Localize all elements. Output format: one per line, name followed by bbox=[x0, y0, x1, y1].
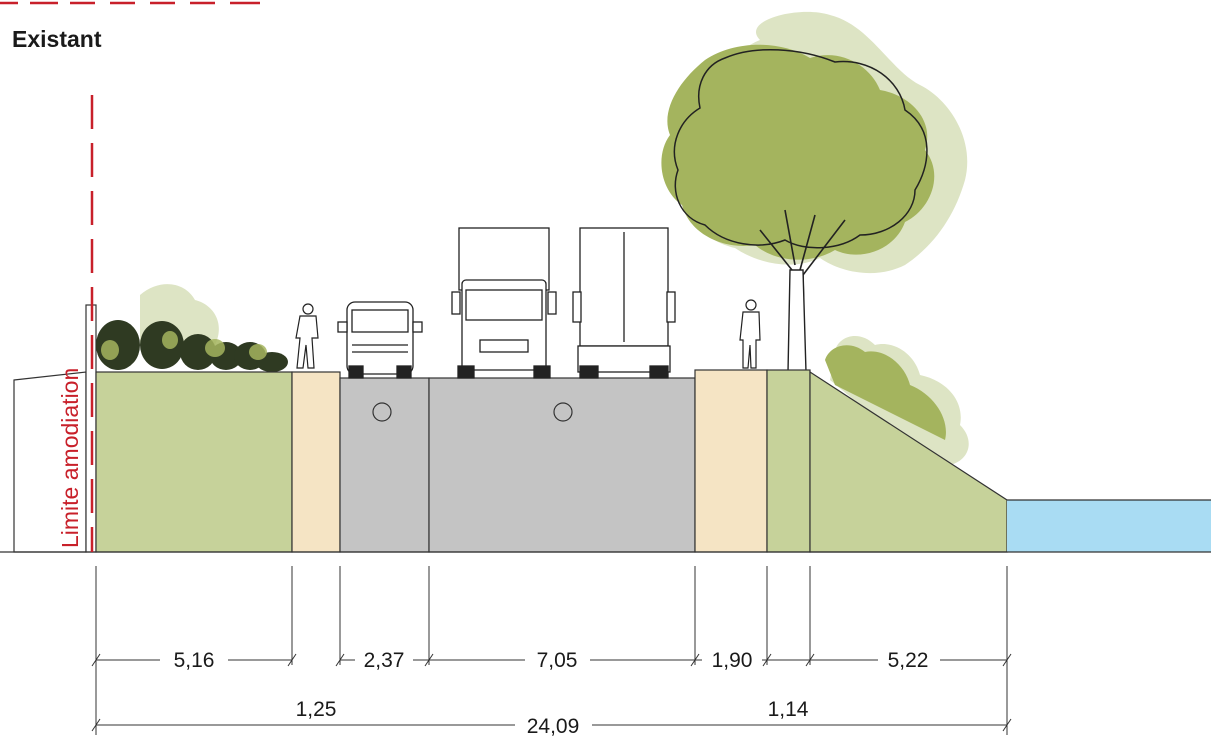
dim-segment-1: 5,16 bbox=[174, 649, 215, 672]
tree-canopy bbox=[661, 11, 968, 373]
pedestrian-left bbox=[295, 303, 319, 369]
dim-sub-left: 1,25 bbox=[296, 698, 337, 721]
sidewalk-right bbox=[694, 369, 768, 553]
river bbox=[1007, 500, 1211, 552]
truck-rear-view bbox=[572, 227, 676, 379]
dimension-labels: 5,16 2,37 7,05 1,90 5,22 1,25 1,14 24,09 bbox=[174, 649, 929, 738]
utility-pipes bbox=[372, 402, 573, 422]
sidewalk-left bbox=[291, 371, 341, 553]
dim-sub-right: 1,14 bbox=[768, 698, 809, 721]
boundary-wall bbox=[13, 304, 97, 553]
right-shrubs bbox=[825, 335, 969, 465]
dim-segment-3: 7,05 bbox=[537, 649, 578, 672]
ground-profile bbox=[0, 369, 1211, 553]
grass-strip-right bbox=[766, 369, 811, 553]
dimension-lines bbox=[91, 566, 1012, 735]
parking-lane bbox=[339, 377, 430, 553]
roadway bbox=[428, 377, 696, 553]
grass-strip-left bbox=[95, 371, 293, 553]
truck-front-view bbox=[451, 227, 557, 379]
dim-total: 24,09 bbox=[527, 715, 580, 738]
pedestrian-right bbox=[739, 299, 761, 369]
section-title: Existant bbox=[12, 26, 102, 52]
dim-segment-2: 2,37 bbox=[364, 649, 405, 672]
dim-segment-5: 5,22 bbox=[888, 649, 929, 672]
limit-label: Limite amodiation bbox=[57, 368, 83, 548]
car-front-view bbox=[337, 301, 423, 379]
left-shrubs bbox=[96, 284, 288, 372]
dim-segment-4: 1,90 bbox=[712, 649, 753, 672]
